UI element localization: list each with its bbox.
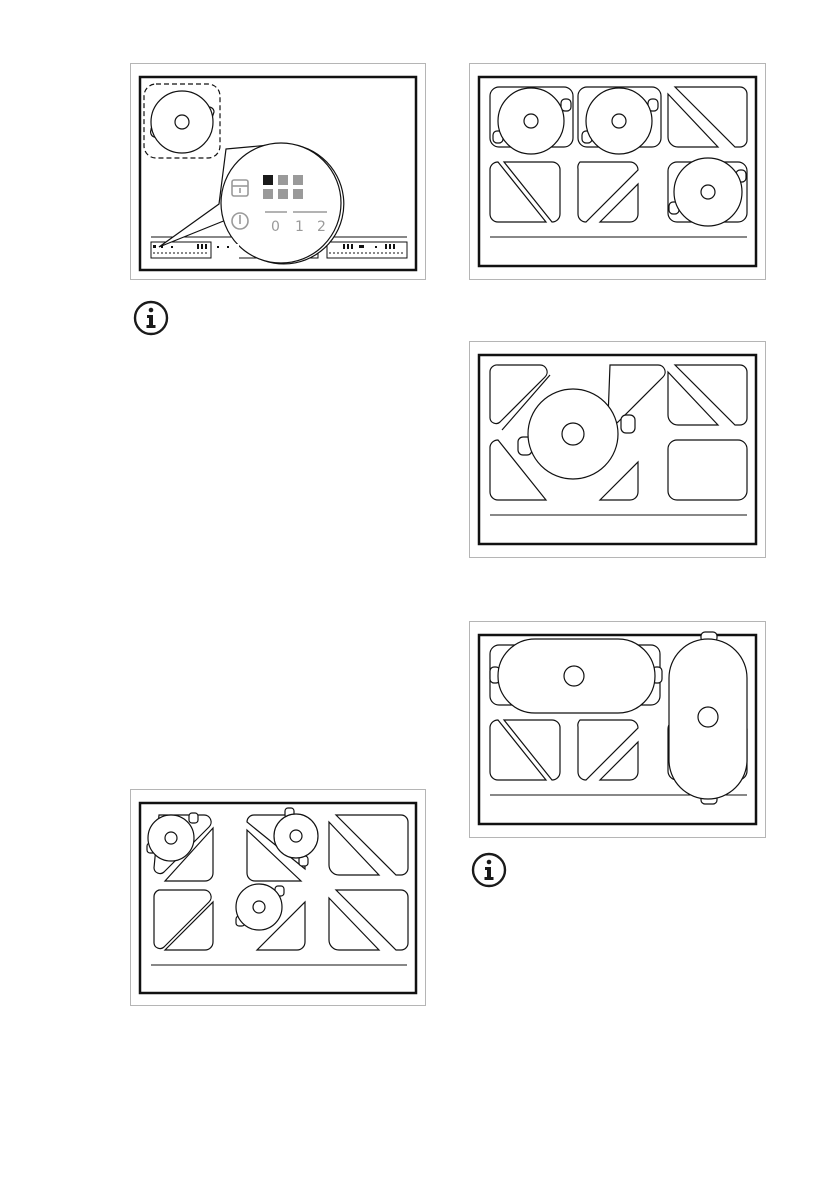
figure-large-pan-center	[469, 341, 766, 558]
cooktop-diagram	[131, 790, 425, 1005]
level-0-label: 0	[271, 219, 280, 235]
pan	[236, 884, 284, 930]
figure-three-pans-scattered	[130, 789, 426, 1006]
figure-oval-and-tall-pans	[469, 621, 766, 838]
cooktop-diagram	[470, 342, 765, 557]
level-1-label: 1	[295, 219, 304, 235]
info-icon	[470, 851, 508, 893]
cooktop-diagram	[470, 622, 765, 837]
oval-pan	[490, 639, 662, 713]
tall-pan	[669, 632, 747, 804]
figure-two-pans-top-one-right	[469, 63, 766, 280]
pan	[151, 91, 214, 153]
cooktop-diagram	[470, 64, 765, 279]
cooktop-diagram: 0 1 2	[131, 64, 425, 279]
zoom-callout: 0 1 2	[159, 143, 344, 264]
info-icon	[132, 299, 170, 341]
level-2-label: 2	[317, 219, 326, 235]
figure-pan-on-zone-with-zoom: 0 1 2	[130, 63, 426, 280]
